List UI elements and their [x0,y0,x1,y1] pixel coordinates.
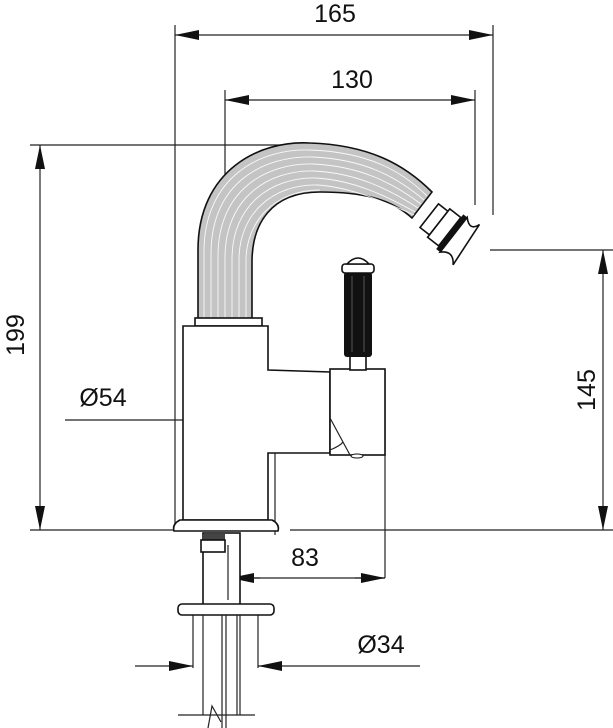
base-flange [172,519,280,532]
mounting-shank [177,532,275,728]
extension-lines [30,25,613,668]
dim-label-overall-reach: 165 [314,0,356,28]
dimension-lines [35,30,608,671]
dim-label-body-diameter: Ø54 [79,384,126,412]
dim-label-handle-offset: 83 [291,544,319,572]
dim-label-spout-reach: 130 [331,66,373,94]
spout [194,142,434,327]
dim-label-outlet-height: 145 [573,369,601,411]
valve-housing [329,368,386,459]
dim-label-overall-height: 199 [2,314,30,356]
faucet-body [182,325,331,521]
nozzle [418,202,481,266]
dim-label-shank-diameter: Ø34 [357,631,404,659]
lever-handle[interactable] [341,257,375,371]
